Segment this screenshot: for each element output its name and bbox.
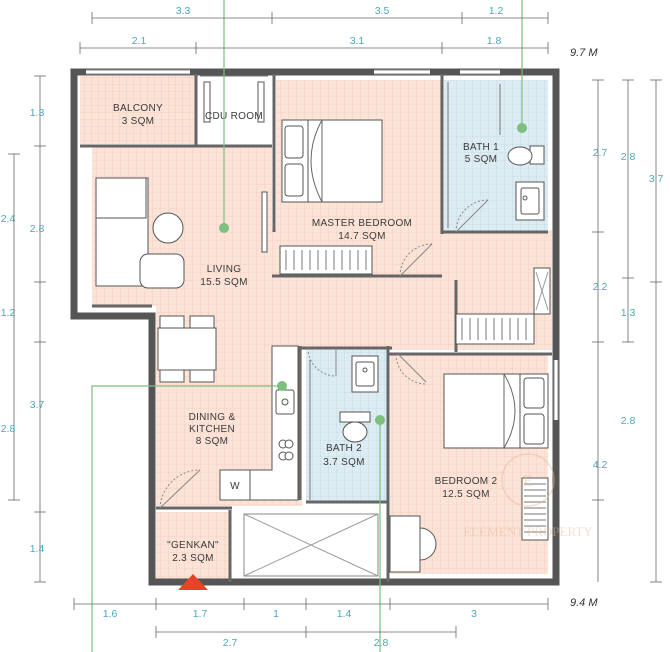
master-area: 14.7 SQM — [338, 231, 385, 242]
svg-text:1.4: 1.4 — [30, 543, 45, 555]
tv-panel — [261, 191, 268, 253]
svg-text:1.2: 1.2 — [1, 307, 16, 319]
entry-arrow-icon — [178, 574, 208, 590]
svg-text:2.2: 2.2 — [593, 281, 608, 293]
cdu-name: CDU ROOM — [205, 111, 263, 122]
dimensions-top: 3.3 3.5 1.2 2.1 3.1 1.8 9.7 M — [79, 5, 598, 59]
watermark: E ELEMENT PROPERTY — [463, 453, 593, 539]
svg-text:3.5: 3.5 — [375, 5, 390, 17]
balcony-area: 3 SQM — [122, 116, 155, 127]
outer-walls — [70, 68, 560, 586]
genkan-area: 2.3 SQM — [172, 553, 214, 564]
dimensions-left: 1.3 2.4 1.2 3.7 1.4 2.8 2.8 — [1, 75, 46, 583]
room-labels: BALCONY 3 SQM CDU ROOM MASTER BEDROOM 14… — [113, 103, 499, 564]
watermark-text: ELEMENT PROPERTY — [463, 524, 593, 539]
dining-name: DINING & — [189, 412, 236, 423]
svg-text:2.7: 2.7 — [593, 147, 608, 159]
master-name: MASTER BEDROOM — [312, 218, 412, 229]
balcony-floor — [80, 76, 196, 144]
svg-text:1.3: 1.3 — [30, 107, 45, 119]
svg-text:4.2: 4.2 — [593, 459, 608, 471]
sofa — [95, 177, 185, 289]
svg-text:1.4: 1.4 — [337, 608, 352, 620]
svg-text:E: E — [523, 473, 533, 490]
svg-text:2.8: 2.8 — [30, 223, 45, 235]
total-width-top: 9.7 M — [570, 47, 598, 59]
bedroom2-area: 12.5 SQM — [442, 489, 489, 500]
svg-text:3.7: 3.7 — [649, 173, 664, 185]
svg-text:1.3: 1.3 — [621, 307, 636, 319]
corridor-void — [243, 513, 379, 577]
bath2-fixtures — [309, 355, 379, 500]
bedroom2-wardrobe — [521, 477, 549, 541]
dimensions-right: 2.7 2.2 2.8 2.8 1.3 3.7 4.2 — [592, 79, 664, 583]
genkan-floor — [156, 512, 230, 582]
master-bed — [281, 119, 383, 203]
windows — [86, 69, 559, 420]
genkan-name: "GENKAN" — [167, 540, 219, 551]
svg-text:1.2: 1.2 — [489, 5, 504, 17]
balcony-name: BALCONY — [113, 103, 163, 114]
washer-box — [219, 469, 251, 501]
bath1-name: BATH 1 — [463, 142, 499, 153]
svg-text:2.8: 2.8 — [1, 423, 16, 435]
svg-text:1.6: 1.6 — [103, 608, 118, 620]
view-markers — [91, 0, 527, 652]
dining-area: 8 SQM — [196, 436, 229, 447]
svg-text:2.1: 2.1 — [132, 35, 147, 47]
svg-text:2.8: 2.8 — [374, 637, 389, 649]
dining-set — [157, 315, 217, 383]
total-width-bottom: 9.4 M — [570, 597, 598, 609]
bath1-area: 5 SQM — [465, 154, 498, 165]
bedroom2-bed — [443, 373, 549, 449]
bath2-area: 3.7 SQM — [323, 457, 365, 468]
svg-text:3.3: 3.3 — [176, 5, 191, 17]
svg-text:1.8: 1.8 — [487, 35, 502, 47]
svg-text:1.7: 1.7 — [193, 608, 208, 620]
master-wardrobe — [279, 245, 373, 275]
bath2-name: BATH 2 — [326, 443, 362, 454]
bath1-fixtures — [447, 82, 545, 228]
svg-text:2.7: 2.7 — [223, 637, 238, 649]
doors — [159, 199, 489, 509]
svg-text:3.7: 3.7 — [30, 399, 45, 411]
corridor-floor — [230, 512, 380, 578]
dimensions-bottom: 1.6 1.7 1 1.4 3 9.4 M 2.7 2.8 — [73, 597, 598, 649]
svg-text:2.4: 2.4 — [1, 213, 16, 225]
svg-text:1: 1 — [273, 608, 279, 620]
svg-text:3: 3 — [471, 608, 477, 620]
living-name: LIVING — [207, 264, 242, 275]
dining-name2: KITCHEN — [189, 424, 235, 435]
desk — [389, 515, 421, 573]
bedroom2-name: BEDROOM 2 — [435, 476, 498, 487]
svg-text:2.8: 2.8 — [621, 415, 636, 427]
living-area: 15.5 SQM — [200, 277, 247, 288]
svg-text:2.8: 2.8 — [621, 151, 636, 163]
hall-wardrobe — [455, 313, 535, 345]
svg-text:3.1: 3.1 — [350, 35, 365, 47]
washer-label: W — [230, 481, 240, 492]
